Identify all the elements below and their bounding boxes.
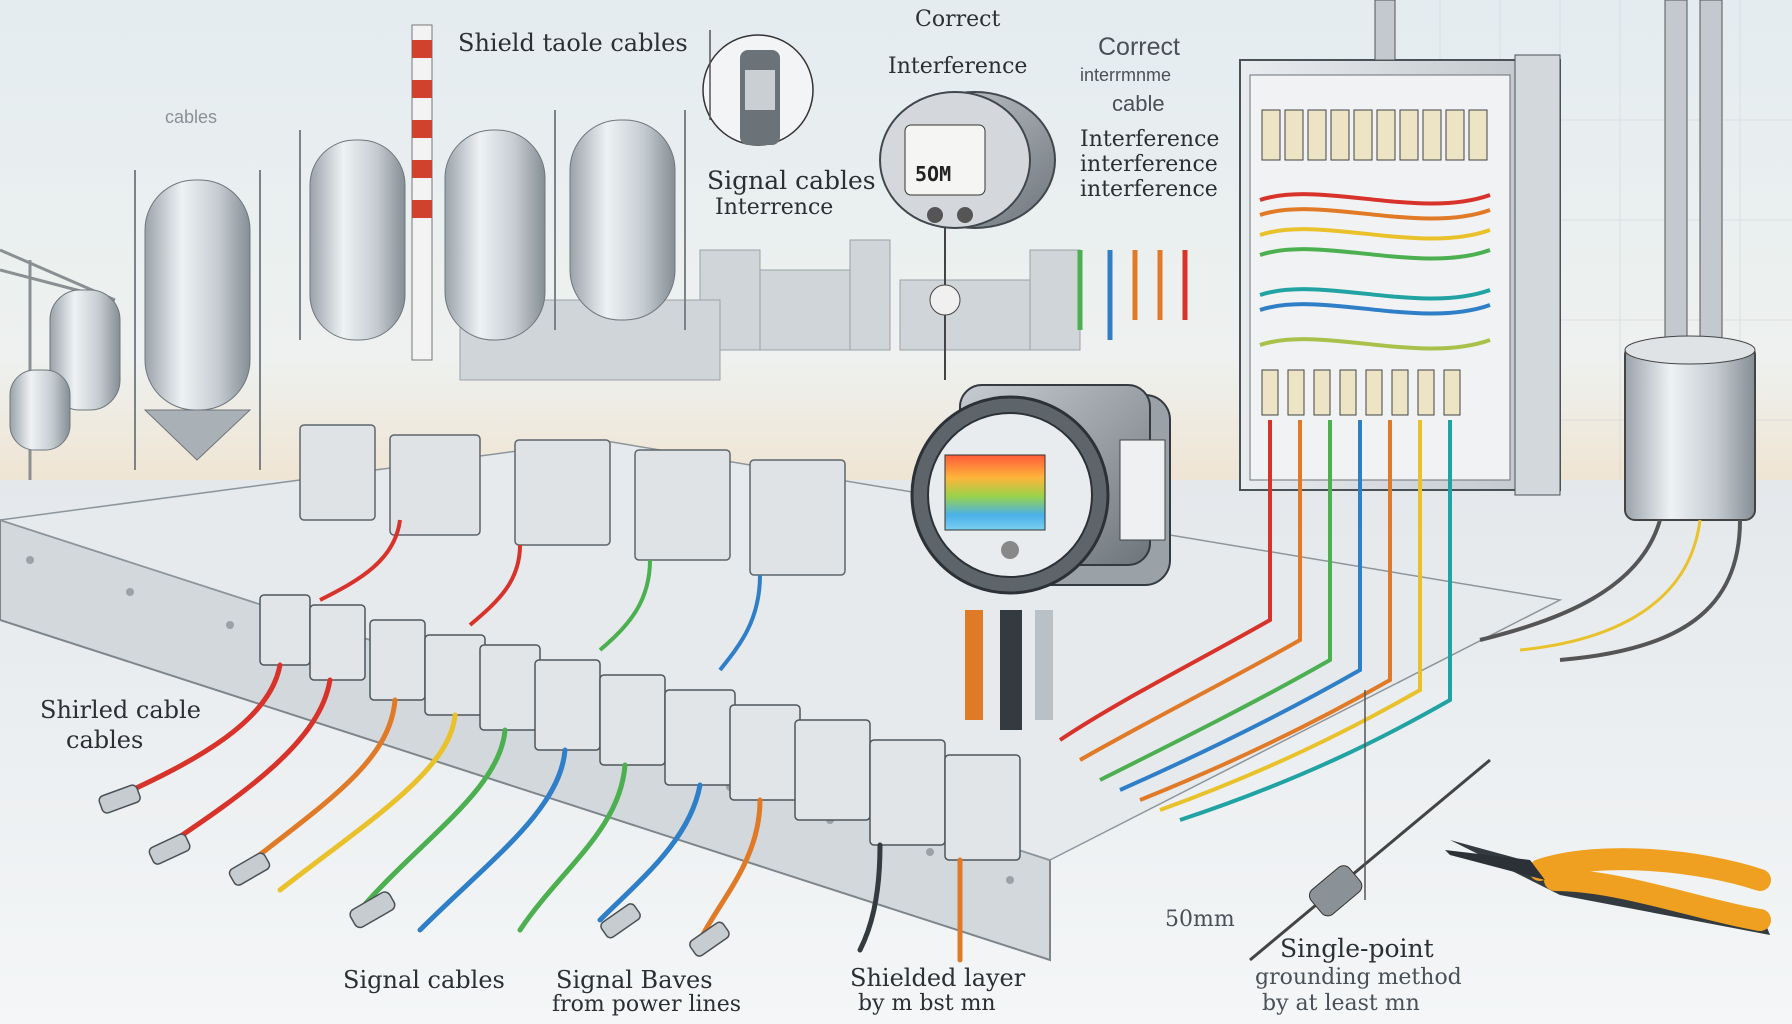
sensor-cables xyxy=(107,662,963,963)
label-by-m-bst-mn: by m bst mn xyxy=(858,991,996,1016)
connector-inset xyxy=(702,34,814,146)
label-interference-r1: Interference xyxy=(1080,127,1220,152)
meter-small xyxy=(879,91,1056,380)
back-cables xyxy=(319,519,762,672)
sensor-row-front xyxy=(259,594,1021,861)
label-fifty-mm: 50mm xyxy=(1165,907,1235,932)
sensor xyxy=(479,644,541,731)
sensor xyxy=(869,739,946,846)
label-by-at-least: by at least mn xyxy=(1262,991,1420,1016)
label-grounding-method: grounding method xyxy=(1255,965,1462,990)
label-shielded-layer: Shielded layer xyxy=(850,964,1026,992)
label-interference-r3: interference xyxy=(1080,177,1218,202)
pipes-right xyxy=(1374,0,1756,662)
label-interference-r2: interference xyxy=(1080,152,1218,177)
silo xyxy=(9,369,71,451)
sensor xyxy=(944,754,1021,861)
module-row-back xyxy=(299,424,846,576)
screwdriver xyxy=(1249,758,1491,962)
label-correct-top: Correct xyxy=(915,7,1001,32)
label-interrence: Interrence xyxy=(715,195,834,220)
silo xyxy=(309,139,406,341)
label-signal-cables-bottom: Signal cables xyxy=(343,966,505,994)
control-cabinet xyxy=(1239,54,1561,496)
sensor xyxy=(369,619,426,701)
label-cables-faint: cables xyxy=(165,107,218,127)
label-interference-top: Interference xyxy=(888,54,1028,79)
probe-wires xyxy=(1077,250,1188,340)
leader-lines xyxy=(709,30,1366,900)
label-from-power-lines: from power lines xyxy=(552,992,741,1017)
factory-skyline xyxy=(459,239,1081,381)
silo xyxy=(49,289,121,411)
silo xyxy=(444,129,546,341)
connector-plugs xyxy=(98,784,730,957)
pliers xyxy=(1445,840,1771,935)
sensor xyxy=(599,674,666,766)
label-single-point: Single-point xyxy=(1280,934,1434,963)
label-shield-top: Shield taole cables xyxy=(458,29,688,57)
silo xyxy=(144,179,251,411)
silo-group xyxy=(9,110,686,470)
chimney xyxy=(411,24,433,361)
sensor xyxy=(259,594,311,666)
sensor xyxy=(534,659,601,751)
sensor xyxy=(309,604,366,681)
label-signal-cables-top: Signal cables xyxy=(707,166,876,195)
label-shirled-cable: Shirled cable xyxy=(40,696,201,724)
label-cables-left: cables xyxy=(66,726,144,754)
label-signal-baves: Signal Baves xyxy=(556,966,713,994)
sensor xyxy=(729,704,801,801)
label-cable-right-garble: interrmnme xyxy=(1080,65,1172,85)
sensor xyxy=(424,634,486,716)
silo xyxy=(569,119,676,321)
meter-display: 5OM xyxy=(915,162,952,186)
label-cable-right: cable xyxy=(1112,91,1165,116)
transmitter xyxy=(910,384,1171,730)
sensor xyxy=(664,689,736,786)
sensor xyxy=(794,719,871,821)
label-correct-right: Correct xyxy=(1098,33,1180,61)
cable-bundle xyxy=(1058,420,1452,822)
